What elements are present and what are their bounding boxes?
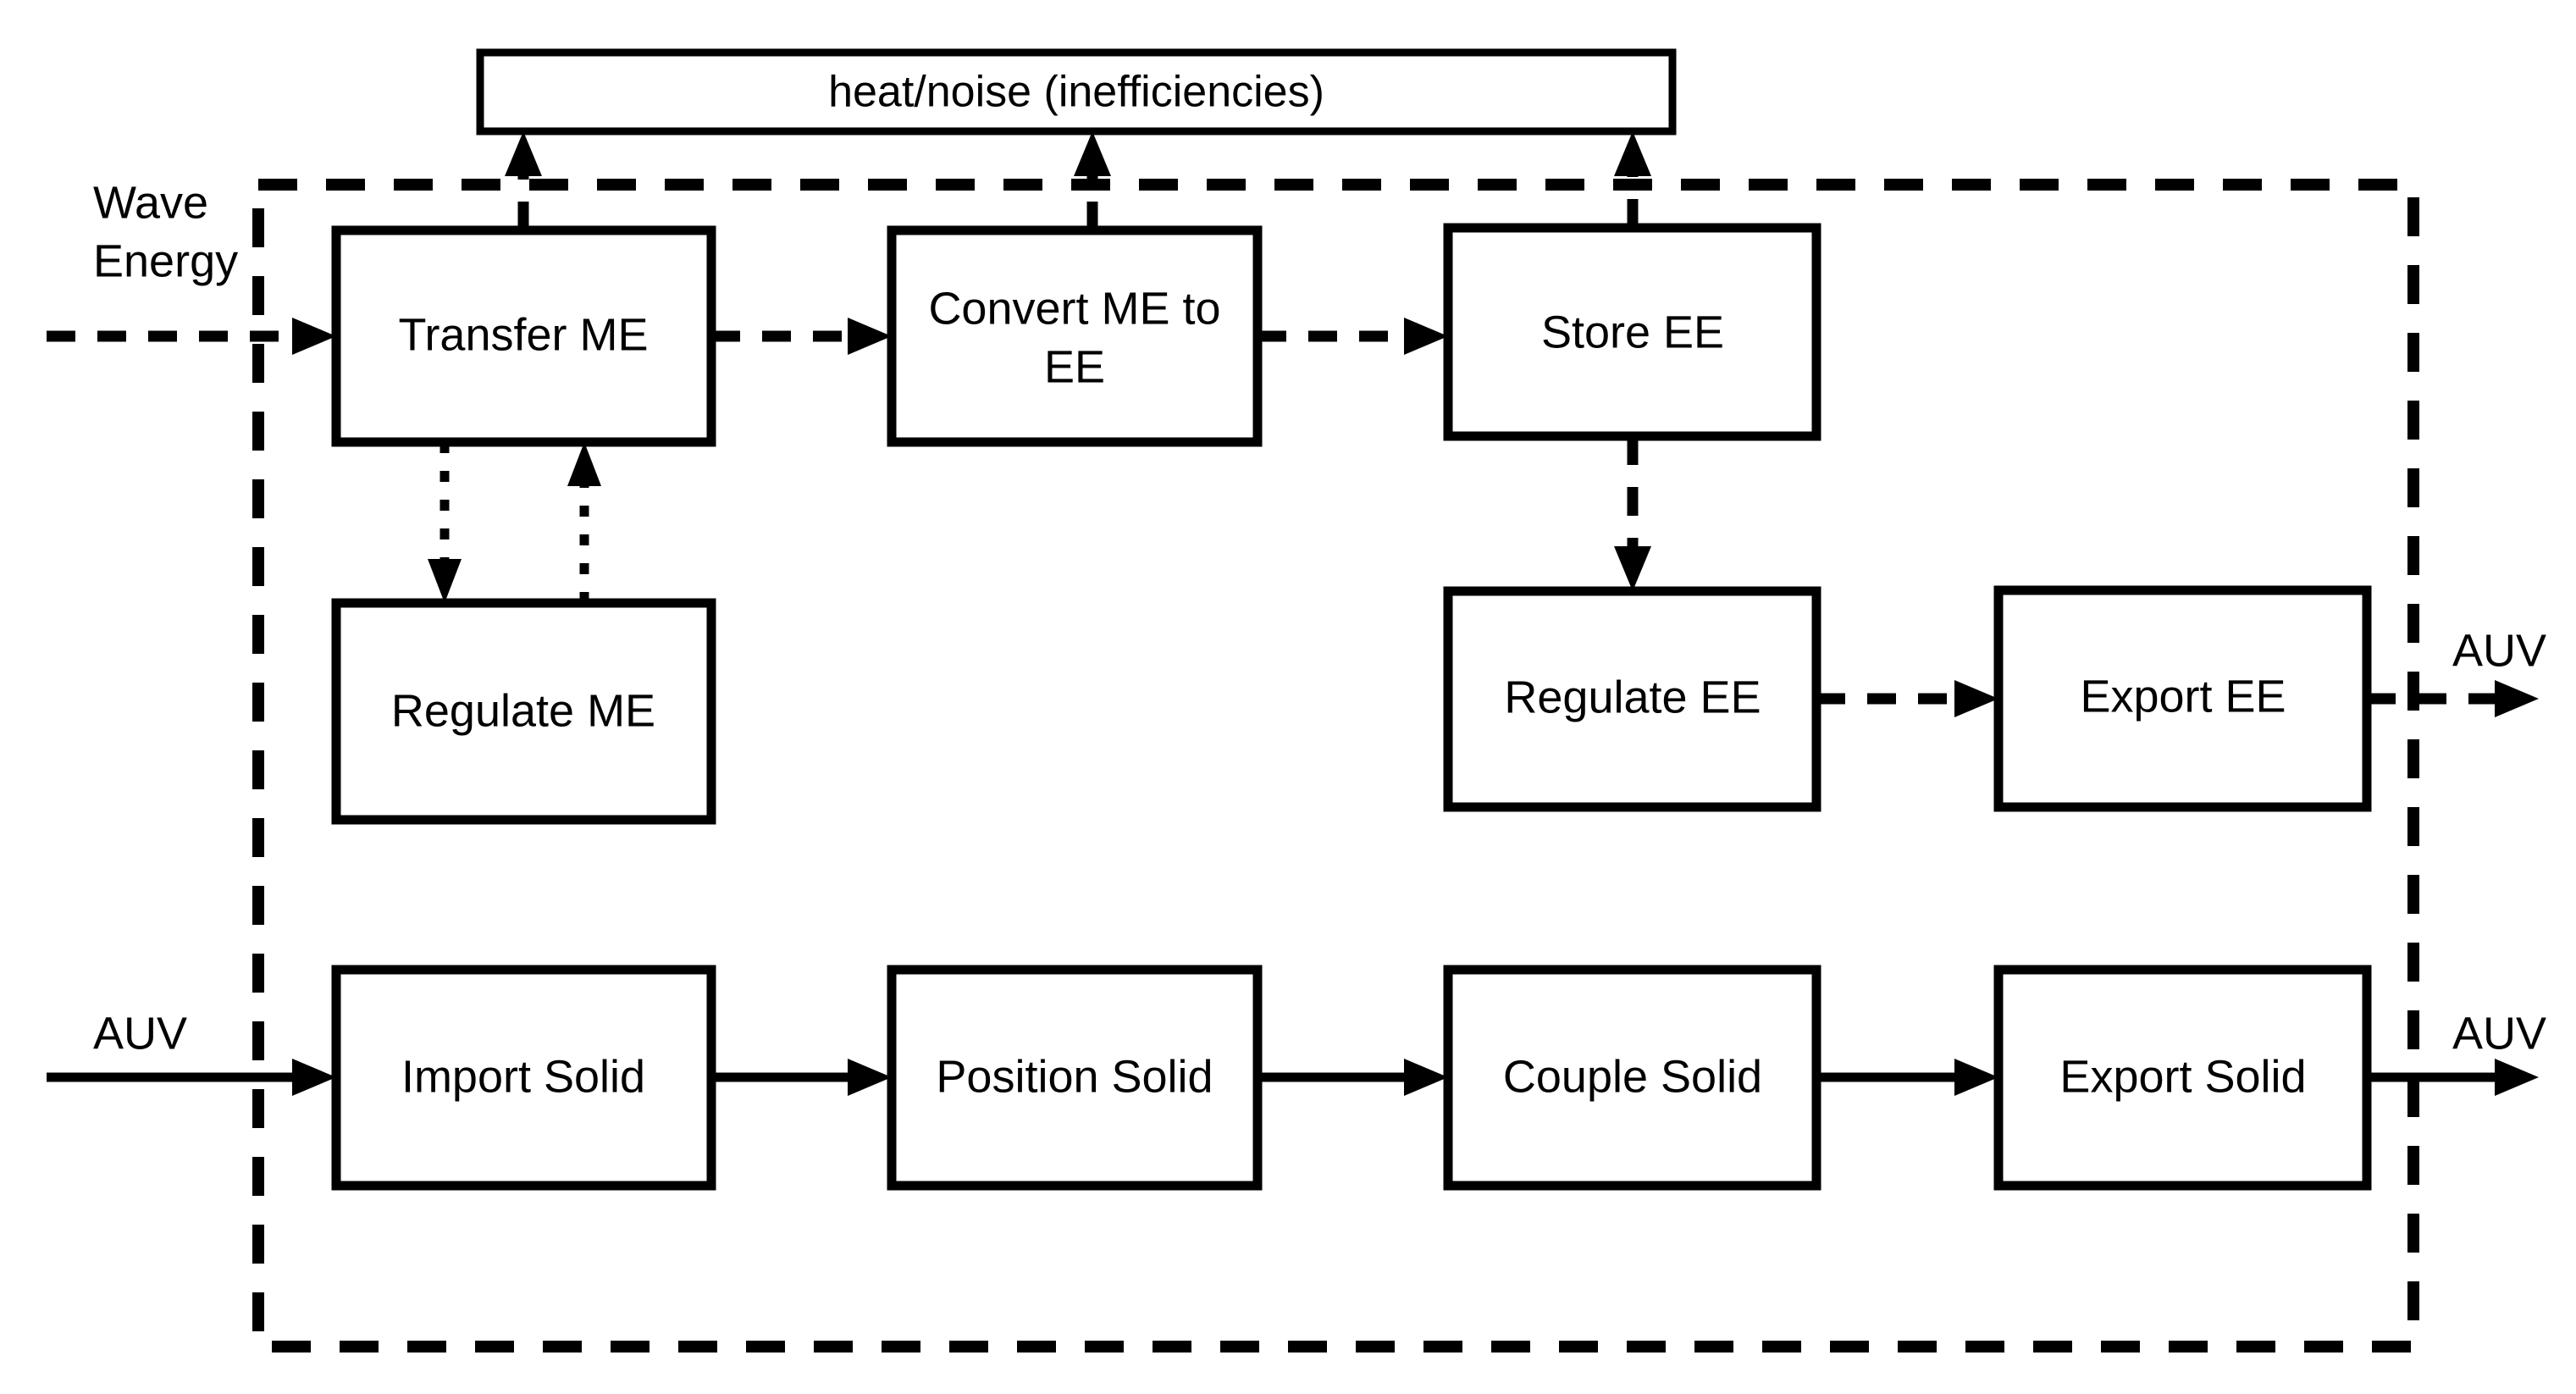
arrow-head-up [1614,131,1651,176]
wave-energy-label-line1: Wave [93,177,208,228]
flow-transfer-me-loss [505,131,542,230]
block-label-line1: Convert ME to [928,283,1220,334]
flow-export-solid-out [2367,1059,2539,1096]
block-rect[interactable] [887,225,1263,447]
arrow-head-up [1074,131,1111,176]
block-rect[interactable] [887,965,1263,1191]
arrow-head-up [567,442,601,486]
arrow-head-right [2495,1059,2539,1096]
flow-position-to-couple [1258,1059,1448,1096]
block-label: Couple Solid [1503,1051,1762,1102]
auv-input-label: AUV [93,1008,187,1059]
flow-store-to-regulate-ee [1614,436,1651,591]
block-label: Import Solid [401,1051,645,1102]
block-export-ee[interactable]: Export EE [1993,585,2372,812]
arrow-head-right [1954,680,1998,717]
block-store-ee[interactable]: Store EE [1443,223,1821,441]
block-rect[interactable] [331,225,716,447]
wave-energy-label-line2: Energy [93,235,238,286]
flow-convert-loss [1074,131,1111,230]
heat-noise-sink-block: heat/noise (inefficiencies) [476,48,1677,136]
arrow-head-up [505,131,542,176]
block-transfer-me[interactable]: Transfer ME [331,225,716,447]
block-export-solid[interactable]: Export Solid [1993,965,2372,1191]
block-label: Export EE [2080,671,2286,722]
block-label: Export Solid [2059,1051,2306,1102]
block-label: Regulate EE [1504,672,1761,722]
system-boundary [252,179,2419,1353]
flow-store-loss [1614,131,1651,228]
block-rect[interactable] [1993,585,2372,812]
flow-convert-to-store [1258,318,1448,355]
block-rect[interactable] [331,965,716,1191]
block-label-line2: EE [1044,341,1105,392]
block-rect[interactable] [1443,586,1821,812]
block-import-solid[interactable]: Import Solid [331,965,716,1191]
flow-import-to-position [711,1059,892,1096]
block-couple-solid[interactable]: Couple Solid [1443,965,1821,1191]
block-regulate-ee[interactable]: Regulate EE [1443,586,1821,812]
heat-noise-sink-label: heat/noise (inefficiencies) [828,68,1324,117]
arrow-head-down [428,559,462,603]
block-rect[interactable] [1443,965,1821,1191]
flow-export-ee-out [2367,680,2539,717]
flow-regulate-ee-to-export-ee [1816,680,1998,717]
block-label: Store EE [1541,307,1724,357]
block-rect[interactable] [1993,965,2372,1191]
arrow-head-right [848,318,892,355]
arrow-head-right [1404,1059,1448,1096]
flow-couple-to-export [1816,1059,1998,1096]
flow-auv-in [47,1059,336,1096]
block-rect[interactable] [331,598,716,825]
block-label: Position Solid [936,1051,1213,1102]
flow-regulate-me-to-transfer [567,442,601,603]
auv-solid-output-label: AUV [2452,1008,2546,1059]
arrow-head-right [1954,1059,1998,1096]
arrow-head-right [292,318,336,355]
flow-transfer-to-regulate-me [428,442,462,603]
block-label: Transfer ME [398,309,648,360]
arrow-head-right [2495,680,2539,717]
arrow-head-right [848,1059,892,1096]
wave-energy-label: Wave Energy [93,177,238,286]
block-convert-me-to-ee[interactable]: Convert ME to EE [887,225,1263,447]
block-label: Regulate ME [391,685,655,736]
flow-transfer-to-convert [711,318,892,355]
auv-energy-output-label: AUV [2452,625,2546,676]
arrow-head-down [1614,546,1651,591]
arrow-head-right [292,1059,336,1096]
heat-noise-sink-rect [476,48,1677,136]
flow-wave-energy-in [47,318,336,355]
arrow-head-right [1404,318,1448,355]
block-rect[interactable] [1443,223,1821,441]
block-position-solid[interactable]: Position Solid [887,965,1263,1191]
block-regulate-me[interactable]: Regulate ME [331,598,716,825]
